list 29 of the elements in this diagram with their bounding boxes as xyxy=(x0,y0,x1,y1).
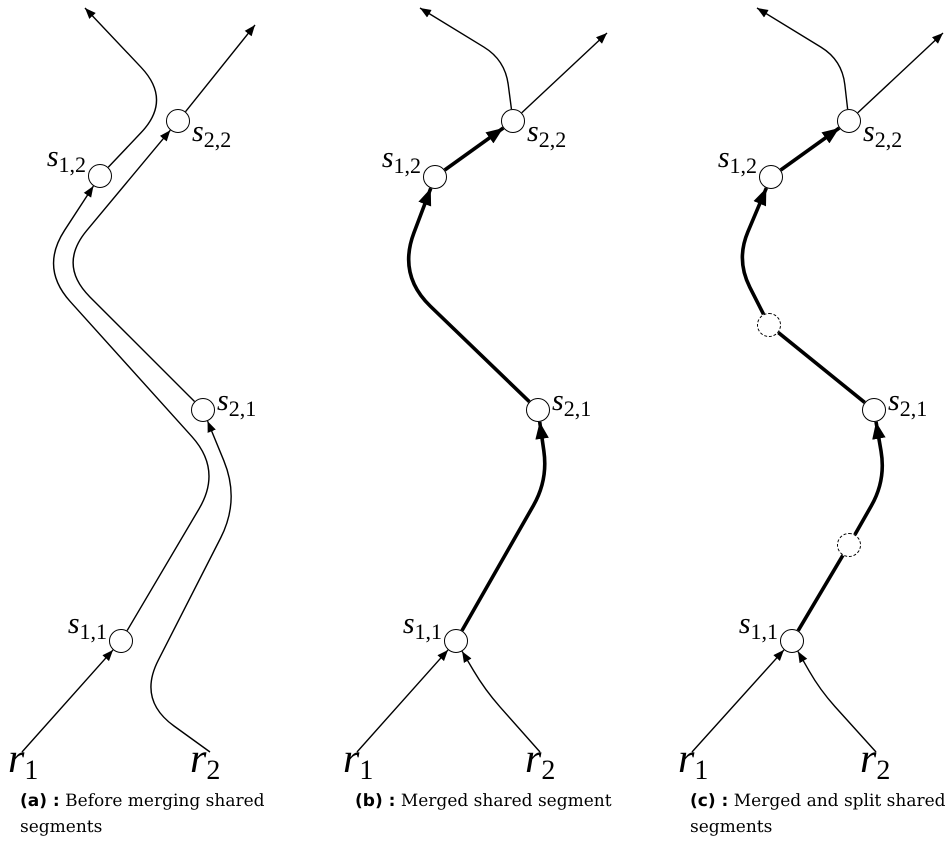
route-label: r$_{1}$ xyxy=(343,738,374,780)
route-label: r$_{2}$ xyxy=(525,738,556,780)
arrow xyxy=(21,649,114,752)
subfigure-caption: (c) : Merged and split shared segments xyxy=(690,790,947,839)
arrow xyxy=(740,187,768,316)
arrow xyxy=(444,126,504,172)
arrow xyxy=(72,130,195,402)
arrow xyxy=(460,422,549,632)
arrow xyxy=(857,32,944,114)
arrow xyxy=(780,126,840,172)
arrow xyxy=(356,649,449,752)
arrow xyxy=(853,422,886,536)
arrow xyxy=(756,7,848,110)
route-label: r$_{1}$ xyxy=(678,738,708,780)
arrow xyxy=(184,24,256,112)
arrow xyxy=(420,7,512,110)
route-label: r$_{1}$ xyxy=(8,738,38,780)
arrow xyxy=(52,186,210,632)
arrow xyxy=(84,8,158,168)
subfigure-caption: (a) : Before merging shared segments xyxy=(20,790,266,839)
arrow xyxy=(406,188,531,403)
arrow xyxy=(797,651,877,752)
subfigure-caption: (b) : Merged shared segment xyxy=(355,790,613,813)
arrow xyxy=(691,649,784,752)
route-label: r$_{2}$ xyxy=(190,738,220,780)
arrow xyxy=(521,32,608,114)
arrow xyxy=(150,420,232,753)
arrow xyxy=(462,650,541,752)
route-label: r$_{2}$ xyxy=(860,738,890,780)
